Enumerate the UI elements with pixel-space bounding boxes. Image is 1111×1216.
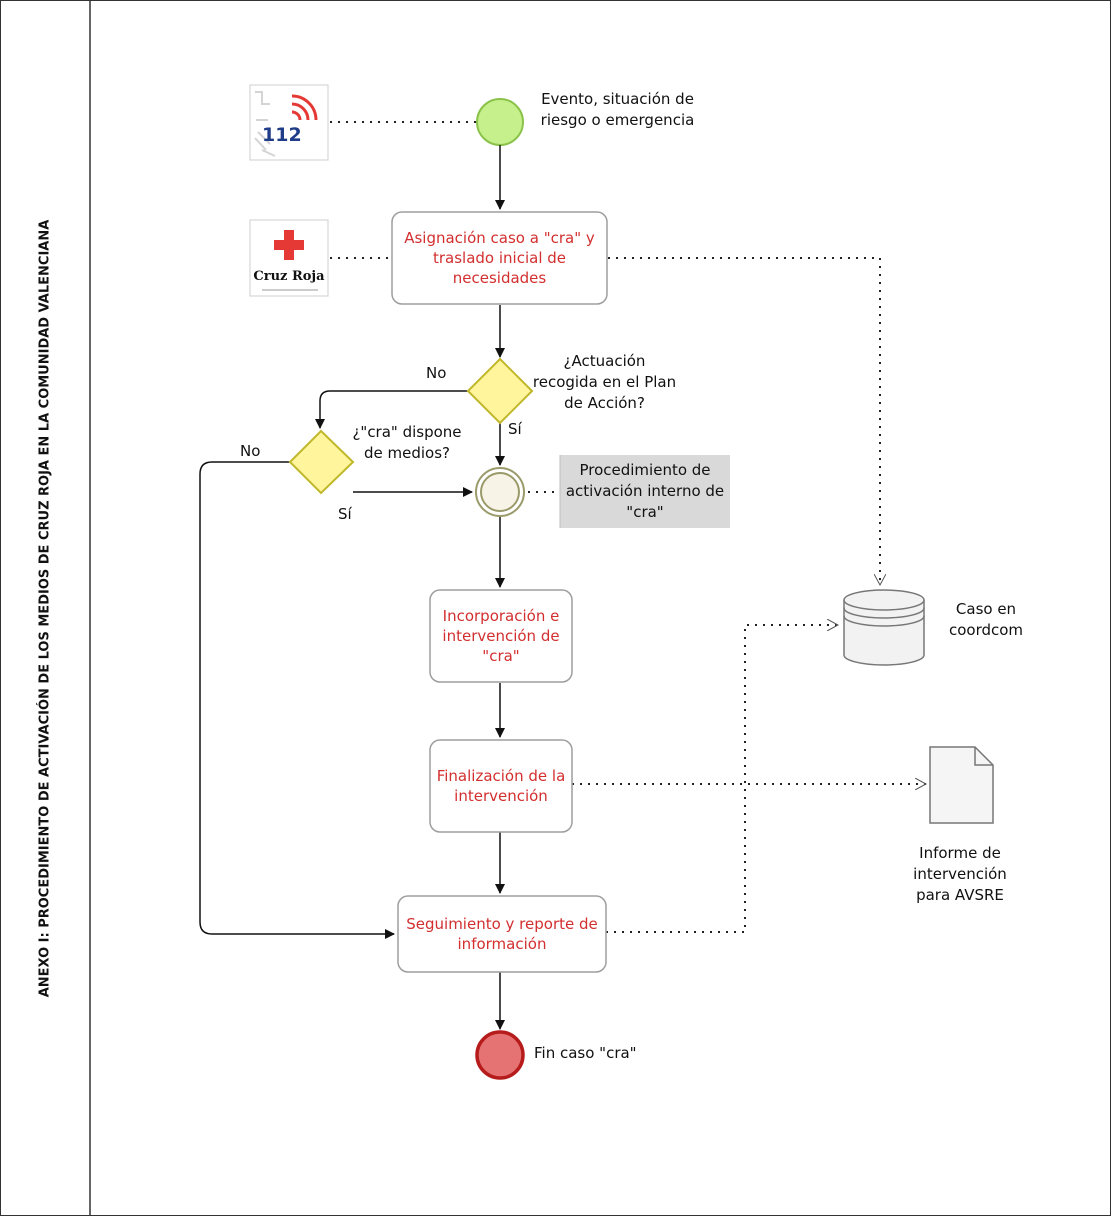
start-event-label: Evento, situación de riesgo o emergencia bbox=[540, 90, 695, 129]
annotation-box bbox=[560, 455, 730, 528]
svg-text:112: 112 bbox=[262, 124, 302, 146]
document-label: Informe de intervención para AVSRE bbox=[913, 844, 1007, 904]
task-asignacion[interactable] bbox=[391, 211, 608, 305]
gateway-medios-yes-label: Sí bbox=[338, 505, 352, 523]
flow-gateway-no bbox=[315, 390, 468, 429]
task-incorporacion-label: Incorporación e intervención de "cra" bbox=[442, 606, 560, 666]
gateway-actuacion-label: ¿Actuación recogida en el Plan de Acción… bbox=[532, 352, 677, 412]
task-seguimiento-label: Seguimiento y reporte de información bbox=[406, 914, 598, 953]
intermediate-event-inner bbox=[480, 472, 520, 512]
gateway-medios-no-label: No bbox=[240, 442, 261, 460]
lane-title: ANEXO I: PROCEDIMIENTO DE ACTIVACIÓN DE … bbox=[0, 0, 90, 1216]
document-informe[interactable] bbox=[929, 746, 994, 824]
gateway-actuacion-no-label: No bbox=[426, 364, 447, 382]
association-seguimiento-to-datastore bbox=[606, 625, 838, 933]
datastore-coordcom[interactable] bbox=[843, 589, 925, 666]
flow-medios-no bbox=[199, 461, 395, 939]
lane-title-text: ANEXO I: PROCEDIMIENTO DE ACTIVACIÓN DE … bbox=[37, 219, 53, 997]
task-asignacion-label: Asignación caso a "cra" y traslado inici… bbox=[404, 228, 595, 288]
task-seguimiento[interactable] bbox=[397, 895, 607, 973]
task-incorporacion[interactable] bbox=[429, 589, 573, 683]
end-event[interactable] bbox=[475, 1030, 525, 1080]
datastore-label: Caso en coordcom bbox=[948, 600, 1024, 639]
gateway-medios-label: ¿"cra" dispone de medios? bbox=[352, 423, 462, 462]
gateway-actuacion-yes-label: Sí bbox=[508, 420, 522, 438]
svg-text:Cruz Roja: Cruz Roja bbox=[253, 269, 325, 284]
task-finalizacion-label: Finalización de la intervención bbox=[436, 766, 566, 805]
gateway-actuacion[interactable] bbox=[466, 357, 534, 425]
cruz-roja-logo: Cruz Roja bbox=[249, 219, 329, 297]
gateway-medios[interactable] bbox=[288, 429, 355, 495]
intermediate-annotation-text: Procedimiento de activación interno de "… bbox=[565, 461, 725, 521]
task-finalizacion[interactable] bbox=[429, 739, 573, 833]
end-event-label: Fin caso "cra" bbox=[534, 1044, 637, 1062]
association-asignacion-to-datastore bbox=[608, 257, 880, 585]
emergency-112-logo: 112 bbox=[249, 84, 329, 161]
start-event[interactable] bbox=[476, 98, 524, 146]
